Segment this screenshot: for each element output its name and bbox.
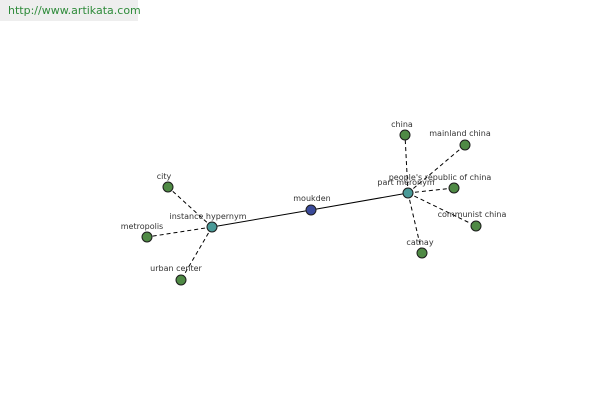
edge-moukden-part-meronym	[310, 192, 409, 211]
site-url-link[interactable]: http://www.artikata.com	[8, 4, 141, 17]
node-label-metropolis: metropolis	[121, 222, 163, 231]
edge-moukden-instance-hypernym	[211, 209, 312, 228]
node-label-urban-center: urban center	[150, 264, 202, 273]
node-instance-hypernym[interactable]	[206, 221, 218, 233]
url-bar: http://www.artikata.com	[0, 0, 141, 21]
node-label-city: city	[157, 172, 172, 181]
node-communist-china[interactable]	[470, 220, 482, 232]
edge-instance-hypernym-city	[167, 186, 213, 228]
node-label-moukden: moukden	[293, 194, 330, 203]
node-cathay[interactable]	[416, 247, 428, 259]
edge-part-meronym-china	[404, 134, 409, 194]
node-moukden[interactable]	[305, 204, 317, 216]
node-label-peoples-republic-of-china: people's republic of china	[389, 173, 492, 182]
node-label-part-meronym: part meronym	[377, 178, 434, 187]
edge-part-meronym-communist-china	[407, 192, 477, 227]
node-china[interactable]	[399, 129, 411, 141]
edge-part-meronym-peoples-republic-of-china	[407, 187, 455, 194]
labels-layer: moukden instance hypernym part meronym city…	[121, 120, 507, 273]
node-label-instance-hypernym: instance hypernym	[170, 212, 247, 221]
node-city[interactable]	[162, 181, 174, 193]
node-label-communist-china: communist china	[438, 210, 507, 219]
node-part-meronym[interactable]	[402, 187, 414, 199]
edge-part-meronym-mainland-china	[407, 144, 466, 194]
edges-layer	[146, 134, 477, 281]
edge-instance-hypernym-urban-center	[180, 226, 213, 281]
node-urban-center[interactable]	[175, 274, 187, 286]
node-label-china: china	[391, 120, 413, 129]
edge-part-meronym-cathay	[407, 192, 423, 254]
node-label-mainland-china: mainland china	[429, 129, 491, 138]
node-label-cathay: cathay	[406, 238, 433, 247]
node-metropolis[interactable]	[141, 231, 153, 243]
node-mainland-china[interactable]	[459, 139, 471, 151]
edge-instance-hypernym-metropolis	[146, 226, 213, 238]
node-peoples-republic-of-china[interactable]	[448, 182, 460, 194]
nodes-layer	[141, 129, 482, 286]
